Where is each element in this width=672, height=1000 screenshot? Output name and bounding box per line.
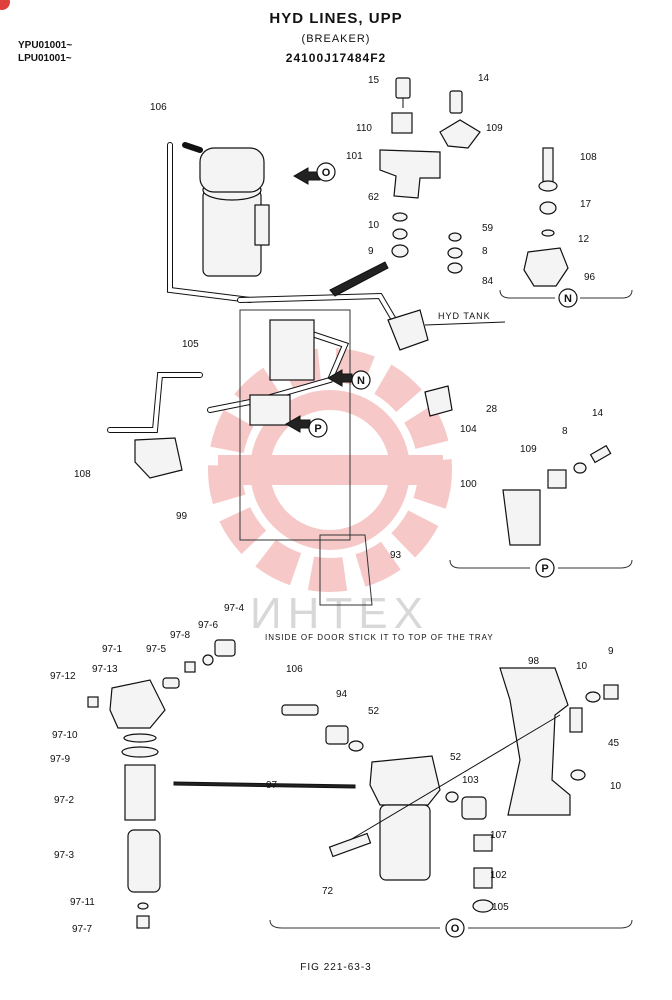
callout-103: 103 xyxy=(462,775,479,786)
main-filter-upper xyxy=(167,142,270,303)
callout-14: 14 xyxy=(592,408,604,419)
watermark-gear xyxy=(208,348,452,592)
view-n-parts xyxy=(499,147,633,299)
callout-104: 104 xyxy=(460,424,477,435)
drawing-number: 24100J17484F2 xyxy=(285,51,387,65)
view-p-parts xyxy=(319,385,633,606)
callout-9: 9 xyxy=(368,246,374,257)
callout-9: 9 xyxy=(608,646,614,657)
callout-106: 106 xyxy=(286,664,303,675)
callout-98: 98 xyxy=(528,656,540,667)
serial-range-1: YPU01001~ xyxy=(18,40,73,51)
callout-52: 52 xyxy=(368,706,380,717)
door-sticker-note: INSIDE OF DOOR STICK IT TO TOP OF THE TR… xyxy=(265,633,494,642)
callout-10: 10 xyxy=(368,220,380,231)
callout-72: 72 xyxy=(322,886,334,897)
callout-109: 109 xyxy=(486,123,503,134)
callout-99: 99 xyxy=(176,511,188,522)
callout-105: 105 xyxy=(182,339,199,350)
callout-94: 94 xyxy=(336,689,348,700)
callout-10: 10 xyxy=(576,661,588,672)
callout-97-13: 97-13 xyxy=(92,664,118,675)
watermark-text: ИНТЕХ xyxy=(250,589,429,638)
callout-101: 101 xyxy=(346,151,363,162)
serial-range-2: LPU01001~ xyxy=(18,53,72,64)
filter-97-assembled xyxy=(269,667,633,929)
corner-marker xyxy=(0,0,10,10)
bracket-assembly-top xyxy=(379,77,481,274)
callout-97-4: 97-4 xyxy=(224,603,244,614)
svg-text:O: O xyxy=(322,167,331,179)
svg-text:O: O xyxy=(451,923,460,935)
callout-97-2: 97-2 xyxy=(54,795,74,806)
hyd-tank-note: HYD TANK xyxy=(438,311,491,321)
callout-108: 108 xyxy=(580,152,597,163)
figure-label: FIG 221-63-3 xyxy=(300,962,372,973)
callout-8: 8 xyxy=(562,426,568,437)
pipe-network xyxy=(107,261,429,541)
callout-52: 52 xyxy=(450,752,462,763)
view-ref-O: O xyxy=(445,918,465,938)
callout-107: 107 xyxy=(490,830,507,841)
callout-97-1: 97-1 xyxy=(102,644,122,655)
callout-8: 8 xyxy=(482,246,488,257)
callout-14: 14 xyxy=(478,73,490,84)
callout-97-8: 97-8 xyxy=(170,630,190,641)
view-arrows xyxy=(173,167,356,789)
callout-96: 96 xyxy=(584,272,596,283)
view-ref-O: O xyxy=(316,162,336,182)
view-ref-P: P xyxy=(308,418,328,438)
callout-15: 15 xyxy=(368,75,380,86)
view-ref-N: N xyxy=(351,370,371,390)
callout-110: 110 xyxy=(356,123,372,134)
callout-97-6: 97-6 xyxy=(198,620,218,631)
view-reference-circles: O N P N P O xyxy=(308,162,578,938)
callout-97-7: 97-7 xyxy=(72,924,92,935)
callout-97-3: 97-3 xyxy=(54,850,74,861)
callout-105: 105 xyxy=(492,902,509,913)
callout-108: 108 xyxy=(74,469,91,480)
callout-97-10: 97-10 xyxy=(52,730,78,741)
callout-97-12: 97-12 xyxy=(50,671,76,682)
callout-93: 93 xyxy=(390,550,402,561)
filter-97-exploded xyxy=(87,639,236,929)
diagram-title: HYD LINES, UPP xyxy=(269,10,403,27)
view-ref-P: P xyxy=(535,558,555,578)
callout-102: 102 xyxy=(490,870,507,881)
callout-17: 17 xyxy=(580,199,592,210)
callout-28: 28 xyxy=(486,404,498,415)
svg-text:P: P xyxy=(541,563,548,575)
callout-100: 100 xyxy=(460,479,477,490)
callout-109: 109 xyxy=(520,444,537,455)
callout-59: 59 xyxy=(482,223,494,234)
view-ref-N: N xyxy=(558,288,578,308)
svg-text:N: N xyxy=(564,293,572,305)
callout-97-11: 97-11 xyxy=(70,897,95,908)
callout-97: 97 xyxy=(266,780,278,791)
hyd-tank-leader xyxy=(424,321,506,326)
diagram-subtitle: (BREAKER) xyxy=(301,33,371,45)
callout-97-5: 97-5 xyxy=(146,644,166,655)
callout-106: 106 xyxy=(150,102,167,113)
callout-12: 12 xyxy=(578,234,590,245)
callout-62: 62 xyxy=(368,192,380,203)
callout-84: 84 xyxy=(482,276,494,287)
callout-10: 10 xyxy=(610,781,622,792)
svg-text:N: N xyxy=(357,375,365,387)
callout-45: 45 xyxy=(608,738,620,749)
callout-97-9: 97-9 xyxy=(50,754,70,765)
svg-text:P: P xyxy=(314,423,321,435)
